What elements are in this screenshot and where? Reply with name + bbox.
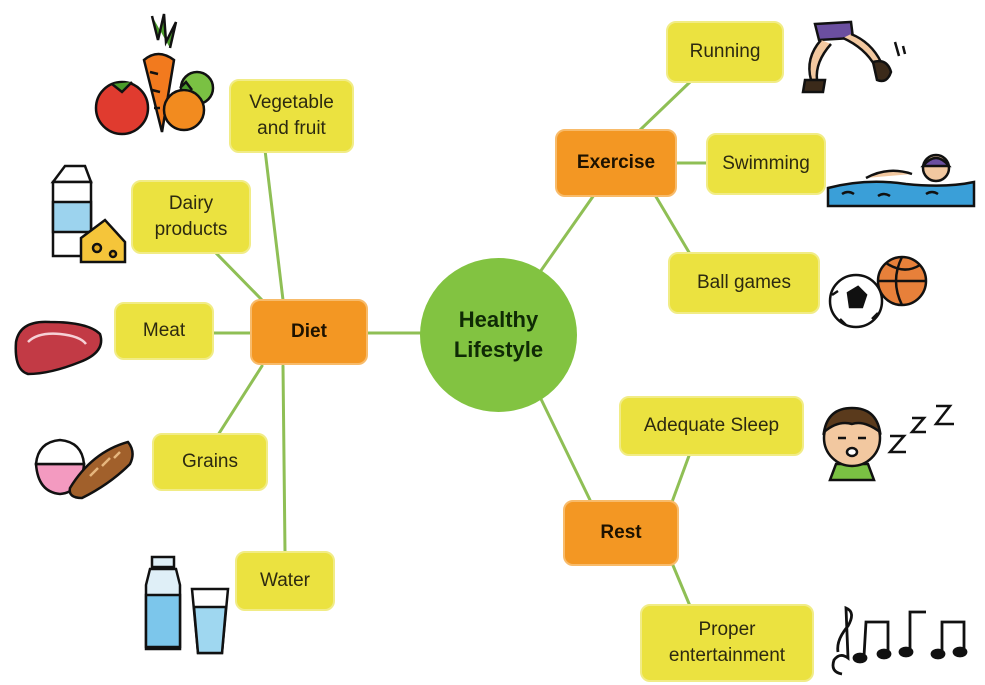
- leaf-vegetable-label: Vegetable and fruit: [249, 92, 334, 139]
- leaf-ball-games: Ball games: [668, 252, 820, 314]
- milk-cheese-icon: [50, 164, 127, 264]
- leaf-swimming: Swimming: [706, 133, 826, 195]
- balls-icon: [828, 255, 928, 329]
- hub-rest-label: Rest: [600, 522, 642, 543]
- hub-exercise-label: Exercise: [576, 152, 656, 173]
- center-node-healthy-lifestyle: Healthy Lifestyle: [420, 258, 577, 412]
- swimmer-icon: [826, 153, 976, 208]
- leaf-dairy-products: Dairy products: [131, 180, 251, 254]
- leaf-grains: Grains: [152, 433, 268, 491]
- leaf-vegetable-and-fruit: Vegetable and fruit: [229, 79, 354, 153]
- leaf-running-label: Running: [689, 41, 761, 62]
- leaf-water-label: Water: [260, 570, 310, 591]
- hub-diet-label: Diet: [291, 321, 327, 342]
- music-notes-icon: [831, 605, 968, 676]
- leaf-grains-label: Grains: [182, 451, 238, 472]
- vegetables-icon: [94, 13, 215, 136]
- leaf-swimming-label: Swimming: [722, 153, 810, 174]
- hub-rest: Rest: [563, 500, 679, 566]
- hub-diet: Diet: [250, 299, 368, 365]
- center-label: Healthy Lifestyle: [453, 307, 544, 362]
- steak-icon: [14, 320, 103, 376]
- sleeping-face-icon: [822, 404, 954, 482]
- leaf-meat: Meat: [114, 302, 214, 360]
- leaf-dairy-label: Dairy products: [154, 193, 228, 240]
- rice-bread-icon: [34, 438, 134, 500]
- leaf-adequate-sleep: Adequate Sleep: [619, 396, 804, 456]
- running-legs-icon: [801, 20, 907, 94]
- hub-exercise: Exercise: [555, 129, 677, 197]
- leaf-water: Water: [235, 551, 335, 611]
- water-bottle-icon: [144, 555, 230, 655]
- leaf-entertainment-label: Proper entertainment: [668, 619, 786, 666]
- leaf-proper-entertainment: Proper entertainment: [640, 604, 814, 682]
- leaf-ball-games-label: Ball games: [697, 272, 791, 293]
- leaf-sleep-label: Adequate Sleep: [643, 415, 780, 436]
- leaf-meat-label: Meat: [142, 320, 186, 341]
- leaf-running: Running: [666, 21, 784, 83]
